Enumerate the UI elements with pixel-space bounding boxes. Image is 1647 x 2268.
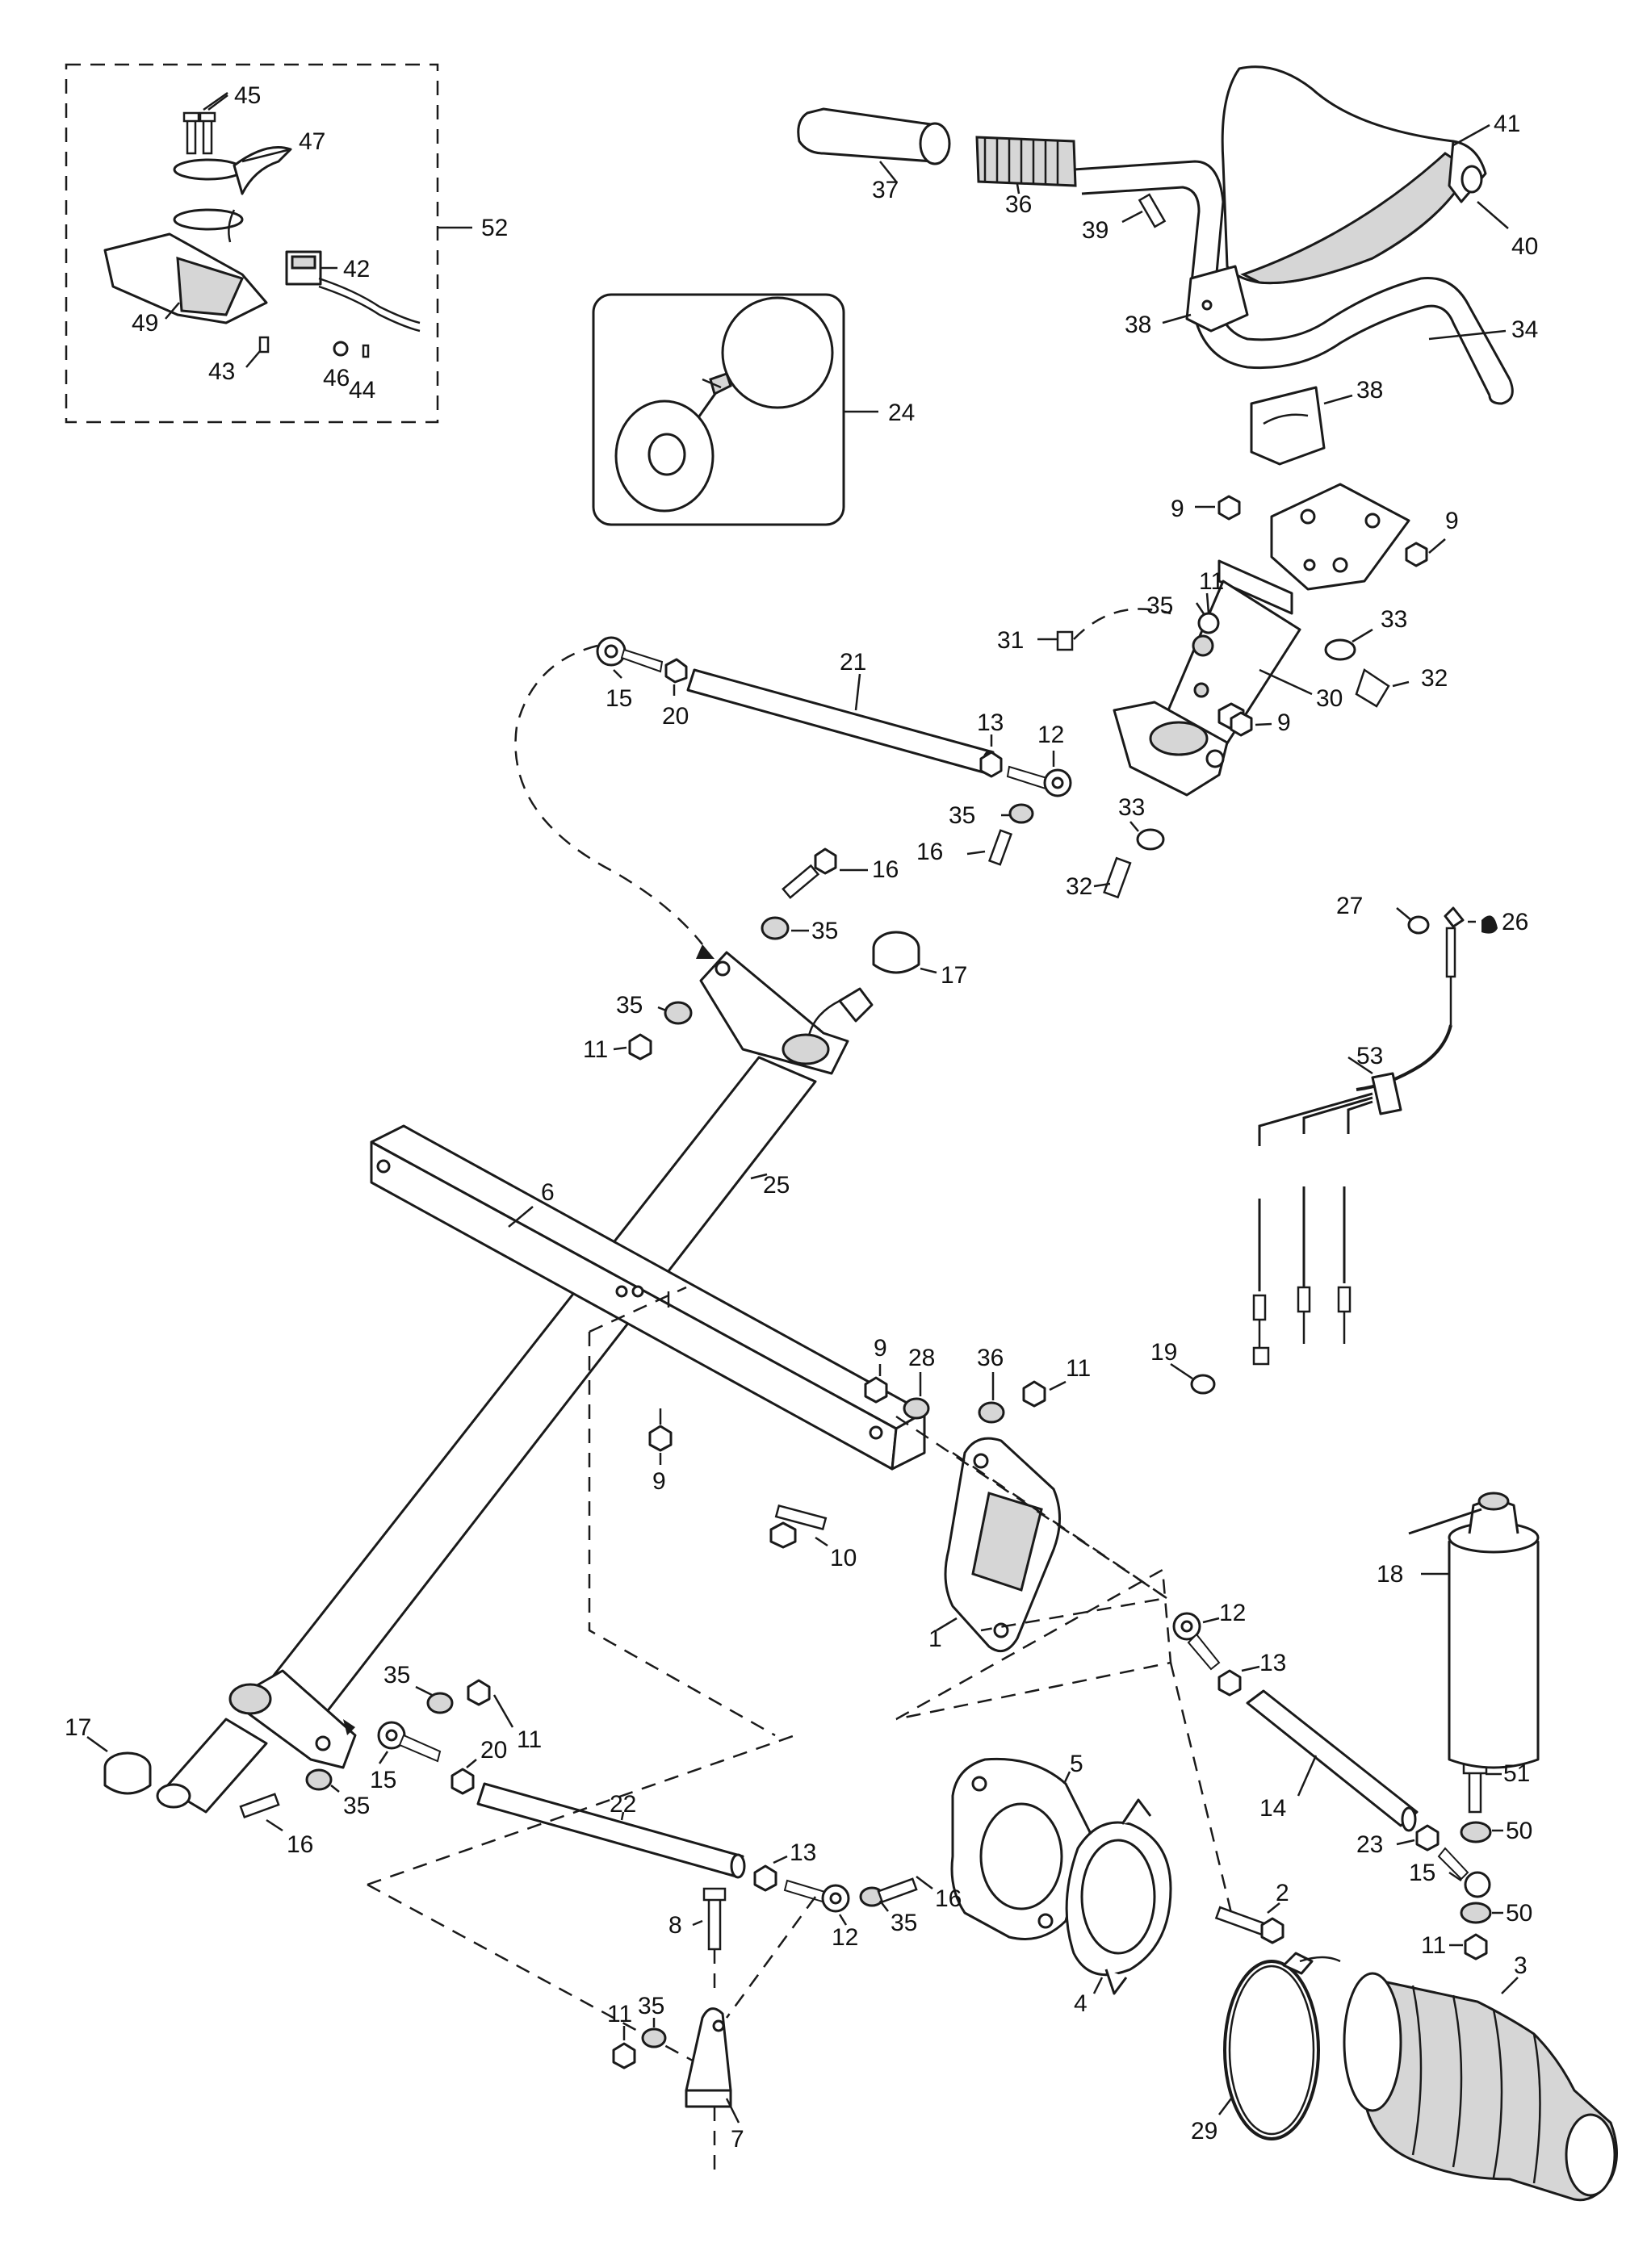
callout-29: 29	[1191, 2118, 1217, 2145]
callout-35-upper: 35	[1146, 592, 1173, 619]
cross-member-hardware	[648, 1362, 1216, 1549]
callout-37: 37	[872, 177, 899, 203]
callout-labels: 45 47 52 42 49 43 46 44 24 37 36 39 41 4…	[65, 82, 1538, 2153]
callout-35-lower-left: 35	[383, 1662, 410, 1688]
callout-53: 53	[1356, 1043, 1383, 1069]
callout-36-washer: 36	[977, 1345, 1004, 1371]
callout-13-right: 13	[1259, 1650, 1286, 1676]
callout-4: 4	[1074, 1990, 1088, 2017]
callout-13-upper: 13	[977, 709, 1004, 736]
callout-9-left: 9	[874, 1335, 887, 1362]
callout-47: 47	[299, 128, 325, 155]
callout-17-upper: 17	[941, 962, 967, 989]
callout-45: 45	[234, 82, 261, 109]
callout-20-lower: 20	[480, 1737, 507, 1764]
tie-rod-21	[514, 636, 1072, 959]
callout-38-upper: 38	[1125, 312, 1151, 338]
callout-21: 21	[840, 649, 866, 676]
callout-31: 31	[997, 627, 1024, 654]
callout-32-lower: 32	[1066, 873, 1092, 900]
callout-35-lower-right: 35	[891, 1910, 917, 1936]
callout-44: 44	[349, 377, 375, 404]
callout-9-plate-right: 9	[1445, 508, 1459, 534]
callout-16-lower-left: 16	[287, 1831, 313, 1858]
spray-can-18	[1408, 1492, 1540, 1769]
lower-left-hardware	[239, 1679, 933, 2179]
callout-19: 19	[1150, 1339, 1177, 1366]
callout-9-lower: 9	[652, 1468, 666, 1495]
callout-9-tube: 9	[1277, 709, 1291, 736]
callout-39: 39	[1082, 217, 1108, 244]
callout-12-upper: 12	[1037, 722, 1064, 748]
callout-42: 42	[343, 256, 370, 282]
callout-2: 2	[1276, 1880, 1289, 1906]
steering-column-25	[86, 931, 937, 1814]
callout-43: 43	[208, 358, 235, 385]
callout-36-grip: 36	[1005, 191, 1032, 218]
callout-46: 46	[323, 365, 350, 391]
callout-12-right: 12	[1219, 1600, 1246, 1626]
callout-17-lower: 17	[65, 1714, 91, 1741]
callout-11-upper: 11	[1199, 568, 1224, 595]
callout-6: 6	[541, 1179, 555, 1206]
callout-11-bracket: 11	[607, 2001, 632, 2027]
callout-50-lower: 50	[1506, 1900, 1532, 1927]
callout-14: 14	[1259, 1795, 1286, 1822]
callout-20-upper: 20	[662, 703, 689, 730]
callout-23: 23	[1356, 1831, 1383, 1858]
callout-22: 22	[610, 1791, 636, 1818]
callout-16-lower: 16	[935, 1885, 962, 1912]
callout-40: 40	[1511, 233, 1538, 260]
inset-horn-box	[592, 293, 878, 526]
callout-15-right: 15	[1409, 1860, 1435, 1886]
callout-13-lower: 13	[790, 1839, 816, 1866]
callout-30: 30	[1316, 685, 1343, 712]
callout-15-upper: 15	[606, 685, 632, 712]
callout-16-mid: 16	[916, 839, 943, 865]
callout-35-bracket: 35	[638, 1993, 664, 2019]
callout-49: 49	[132, 310, 158, 337]
callout-35-lower: 35	[343, 1793, 370, 1819]
callout-28: 28	[908, 1345, 935, 1371]
callout-5: 5	[1070, 1751, 1083, 1777]
callout-34: 34	[1511, 316, 1538, 343]
callout-25: 25	[763, 1172, 790, 1199]
callout-16-upper: 16	[872, 856, 899, 883]
callout-18: 18	[1377, 1561, 1403, 1588]
callout-32-upper: 32	[1421, 665, 1448, 692]
callout-10: 10	[830, 1545, 857, 1571]
callout-52: 52	[481, 215, 508, 241]
callout-11-right: 11	[1066, 1355, 1091, 1382]
callout-11-yoke: 11	[583, 1036, 608, 1063]
callout-35-mid: 35	[949, 802, 975, 829]
callout-24: 24	[888, 400, 915, 426]
callout-3: 3	[1514, 1952, 1528, 1979]
callout-50-upper: 50	[1506, 1818, 1532, 1844]
callout-33-upper: 33	[1381, 606, 1407, 633]
lower-right-assembly	[895, 1567, 1618, 2202]
callout-27: 27	[1336, 893, 1363, 919]
callout-15-lower: 15	[370, 1767, 396, 1793]
callout-38-lower: 38	[1356, 377, 1383, 404]
inset-switch-box	[65, 63, 472, 424]
throttle-cable-53	[1252, 906, 1498, 1366]
callout-8: 8	[668, 1912, 682, 1939]
callout-26: 26	[1502, 909, 1528, 935]
callout-51: 51	[1503, 1760, 1530, 1787]
callout-41: 41	[1494, 111, 1520, 137]
callout-12-lower: 12	[832, 1924, 858, 1951]
handlebar-assembly	[797, 65, 1514, 899]
callout-9-plate-left: 9	[1171, 496, 1184, 522]
callout-11-lower-right: 11	[1421, 1932, 1446, 1959]
callout-11-lower-left: 11	[517, 1726, 542, 1753]
callout-33-lower: 33	[1118, 794, 1145, 821]
callout-35-yoke: 35	[616, 992, 643, 1019]
callout-35-column: 35	[811, 918, 838, 944]
callout-1: 1	[928, 1626, 942, 1652]
flange-1	[895, 1415, 1170, 1653]
callout-7: 7	[731, 2126, 744, 2153]
